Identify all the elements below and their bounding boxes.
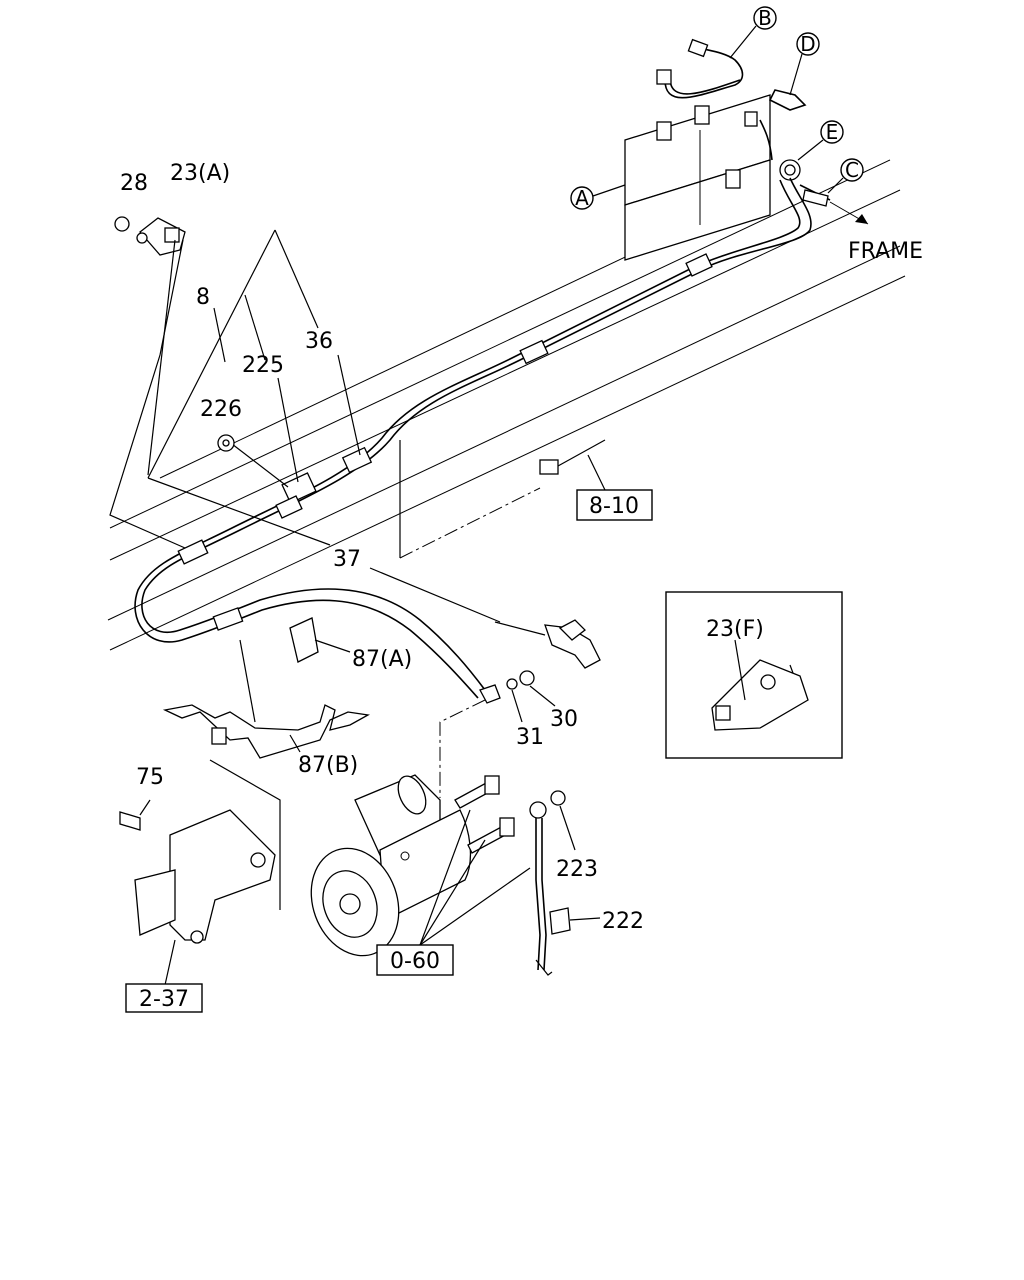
leader-23a	[109, 239, 186, 549]
svg-text:2-37: 2-37	[139, 987, 189, 1012]
svg-text:B: B	[758, 6, 772, 30]
callout-e: E	[797, 120, 844, 161]
leaders-group	[147, 229, 541, 623]
callout-a: A	[570, 184, 626, 210]
nut-30-washer-31	[439, 670, 556, 798]
ref-0-60: 0-60	[376, 944, 454, 976]
frame-rails	[107, 159, 906, 651]
label-36: 36	[305, 329, 333, 354]
callout-c: C	[827, 158, 864, 194]
svg-text:0-60: 0-60	[390, 949, 440, 974]
label-23a: 23(A)	[170, 161, 230, 186]
label-23f: 23(F)	[706, 617, 764, 642]
label-87a: 87(A)	[352, 647, 412, 672]
label-222: 222	[602, 909, 644, 934]
label-frame: FRAME	[848, 239, 923, 264]
ref-2-37: 2-37	[125, 983, 203, 1013]
label-8: 8	[196, 285, 210, 310]
main-battery-cable	[134, 177, 831, 704]
svg-text:8-10: 8-10	[589, 494, 639, 519]
frame-arrow	[829, 201, 869, 225]
nut-226	[217, 434, 235, 452]
label-28: 28	[120, 171, 148, 196]
battery-block	[624, 94, 771, 261]
starter-motor	[310, 774, 472, 957]
starter-bolts	[419, 775, 531, 946]
inset-23f	[665, 591, 843, 759]
bracket-2-37	[119, 759, 281, 986]
label-87b: 87(B)	[298, 753, 358, 778]
label-37: 37	[333, 547, 361, 572]
svg-text:D: D	[800, 32, 815, 56]
label-30: 30	[550, 707, 578, 732]
connector-37	[494, 619, 601, 669]
callout-b: B	[729, 6, 777, 59]
label-225: 225	[242, 353, 284, 378]
connector-8-10	[539, 439, 606, 491]
callout-d: D	[789, 32, 820, 96]
svg-text:C: C	[845, 158, 859, 182]
svg-text:A: A	[575, 186, 589, 210]
label-31: 31	[516, 725, 544, 750]
label-223: 223	[556, 857, 598, 882]
battery-cables-top	[656, 38, 807, 181]
label-75: 75	[136, 765, 164, 790]
bracket-87b	[162, 639, 370, 759]
ground-cable	[529, 790, 601, 976]
svg-text:E: E	[826, 120, 839, 144]
ref-8-10: 8-10	[576, 489, 653, 521]
bracket-87a	[289, 617, 351, 663]
label-226: 226	[200, 397, 242, 422]
